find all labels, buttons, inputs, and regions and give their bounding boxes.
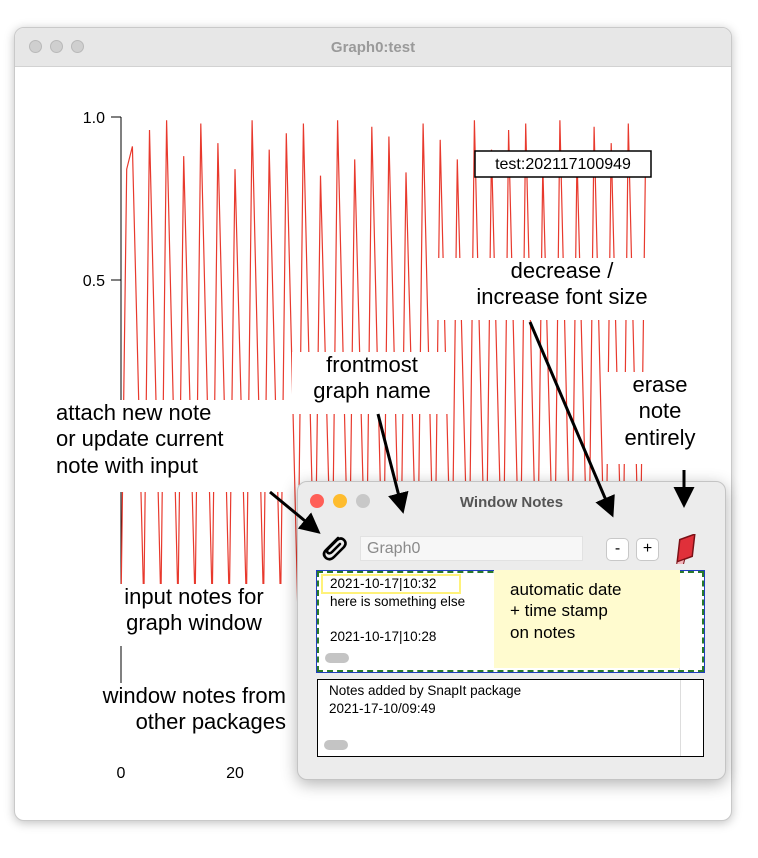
callout-input-notes-text: input notes for graph window [124, 584, 264, 636]
auto-stamp-note: automatic date + time stamp on notes [494, 570, 680, 668]
callout-erase-text: erase note entirely [624, 372, 696, 450]
callout-frontmost: frontmost graph name [292, 352, 452, 414]
package-notes-vscroll[interactable] [680, 680, 703, 756]
package-notes-hscroll[interactable] [324, 740, 348, 750]
attach-note-button[interactable] [316, 530, 350, 564]
notes-title: Window Notes [459, 494, 564, 511]
notes-titlebar: Window Notes [298, 482, 725, 520]
input-note-line: 2021-10-17|10:32 [330, 576, 437, 591]
graph-titlebar: Graph0:test [15, 28, 731, 67]
input-notes-hscroll[interactable] [325, 653, 349, 663]
callout-attach: attach new note or update current note w… [56, 400, 286, 492]
graph-legend: test:202117100949 [474, 150, 652, 178]
window-title: Graph0:test [330, 39, 416, 56]
close-button[interactable] [29, 40, 42, 53]
decrease-font-button[interactable]: - [606, 538, 629, 561]
legend-box [474, 150, 652, 178]
package-note-line: Notes added by SnapIt package [329, 683, 522, 698]
auto-stamp-note-text: automatic date + time stamp on notes [510, 580, 622, 642]
callout-other-packages-text: window notes from other packages [102, 683, 286, 735]
timestamp-highlight [321, 574, 461, 594]
package-note-line: 2021-17-10/09:49 [329, 701, 436, 716]
callout-erase: erase note entirely [605, 372, 715, 464]
callout-font-size-text: decrease / increase font size [476, 258, 648, 310]
callout-other-packages: window notes from other packages [40, 683, 286, 745]
notes-window: Window Notes Graph0 - + 2021-10-17|10:32… [297, 481, 726, 780]
paperclip-icon [322, 536, 347, 561]
notes-zoom-button[interactable] [356, 494, 370, 508]
y-tick-label: 1.0 [83, 110, 105, 127]
input-note-line: here is something else [330, 594, 466, 609]
input-notes-vscroll[interactable] [679, 573, 702, 670]
erase-note-button[interactable] [669, 533, 703, 570]
x-tick-label: 20 [226, 765, 244, 782]
legend-text: test:202117100949 [495, 156, 631, 173]
callout-frontmost-text: frontmost graph name [313, 352, 431, 404]
increase-font-button[interactable]: + [636, 538, 659, 561]
zoom-button[interactable] [71, 40, 84, 53]
callout-font-size: decrease / increase font size [430, 258, 694, 320]
x-tick-label: 0 [117, 765, 126, 782]
y-tick-label: 0.5 [83, 273, 105, 290]
input-note-line: 2021-10-17|10:28 [330, 629, 437, 644]
callout-attach-text: attach new note or update current note w… [56, 400, 224, 478]
package-notes-box[interactable]: Notes added by SnapIt package 2021-17-10… [317, 679, 704, 757]
minimize-button[interactable] [50, 40, 63, 53]
graph-name-field[interactable]: Graph0 [360, 536, 583, 561]
notes-minimize-button[interactable] [333, 494, 347, 508]
eraser-icon [674, 533, 696, 570]
callout-input-notes: input notes for graph window [94, 584, 294, 646]
